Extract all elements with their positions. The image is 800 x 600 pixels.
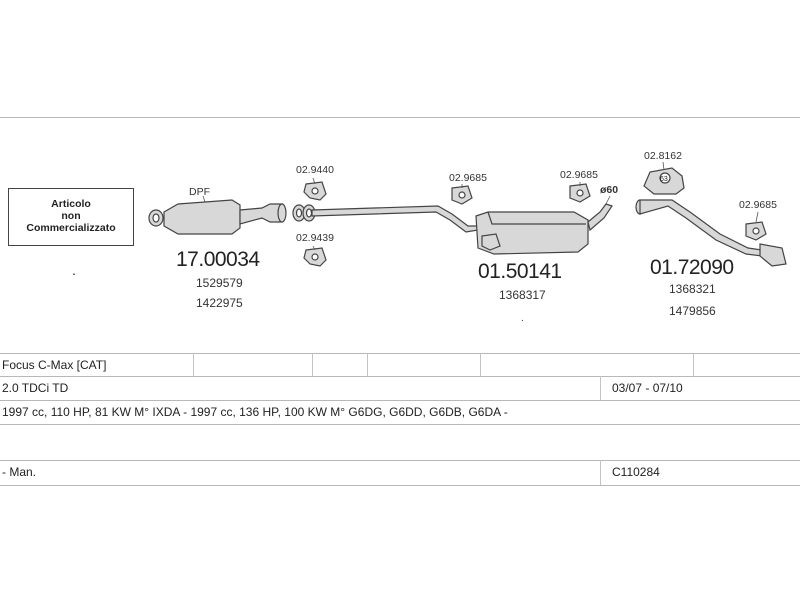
table-col-line [600, 376, 601, 400]
not-available-notice: Articolo non Commercializzato [8, 188, 134, 246]
engine-type: 2.0 TDCi TD [2, 381, 69, 395]
table-col-line [693, 353, 694, 376]
leader-line [662, 161, 665, 171]
leader-line [312, 177, 316, 185]
clamp-top-code: 02.9440 [296, 164, 334, 176]
hanger-right-mid-hole [576, 189, 584, 197]
table-row-line [0, 400, 800, 401]
silencer-part-code: 01.50141 [478, 260, 562, 283]
clamp-part-top-hole [311, 187, 319, 195]
table-bottom-line [0, 485, 800, 486]
clamp-ring-code: 02.8162 [644, 150, 682, 162]
transmission: - Man. [2, 465, 37, 479]
production-years: 03/07 - 07/10 [612, 381, 683, 395]
notice-line: Commercializzato [26, 222, 116, 234]
rear-pipe-oem-ref: 1479856 [669, 304, 716, 318]
dpf-oem-ref: 1529579 [196, 276, 243, 290]
table-col-line [312, 353, 313, 376]
leader-line [755, 211, 759, 223]
leader-line [312, 245, 316, 251]
leader-line [202, 195, 206, 203]
stray-dot: . [521, 313, 524, 324]
engine-specs: 1997 cc, 110 HP, 81 KW M° IXDA - 1997 cc… [2, 405, 508, 419]
hanger-mid-hole [458, 191, 466, 199]
dpf-body [163, 199, 241, 235]
table-row-line [0, 460, 800, 461]
rear-pipe-part-code: 01.72090 [650, 256, 734, 279]
silencer-clamp [481, 233, 501, 251]
dpf-flange-hole [152, 213, 160, 223]
rear-pipe-tip [759, 243, 787, 267]
silencer-oem-ref: 1368317 [499, 288, 546, 302]
dpf-outlet-end [277, 203, 287, 223]
top-divider [0, 117, 800, 118]
table-top-line [0, 353, 800, 354]
table-col-line [480, 353, 481, 376]
clamp-part-bottom-hole [311, 253, 319, 261]
dpf-part-code: 17.00034 [176, 248, 260, 271]
diameter-label: ø60 [600, 184, 619, 196]
intermediate-pipe [311, 205, 479, 233]
dpf-oem-ref: 1422975 [196, 296, 243, 310]
notice-line: non [61, 210, 81, 222]
silencer-outlet-pipe [587, 203, 613, 232]
middle-silencer [475, 211, 589, 255]
front-clamp-hole [305, 208, 313, 218]
catalog-code: C110284 [612, 465, 660, 479]
hanger-right-mid-code: 02.9685 [560, 169, 598, 181]
clamp-ring-center [659, 172, 671, 184]
middle-silencer-edge [487, 211, 586, 225]
table-col-line [193, 353, 194, 376]
table-col-line [367, 353, 368, 376]
hanger-tail-hole [752, 227, 760, 235]
notice-line: Articolo [51, 198, 91, 210]
stray-dot: . [72, 262, 76, 278]
rear-pipe-oem-ref: 1368321 [669, 282, 716, 296]
front-clamp-hole [295, 208, 303, 218]
leader-line [605, 195, 611, 205]
clamp-bottom-code: 02.9439 [296, 232, 334, 244]
hanger-tail-code: 02.9685 [739, 199, 777, 211]
dpf-outlet-pipe [239, 203, 283, 225]
dpf-label: DPF [189, 186, 210, 198]
table-row-line [0, 376, 800, 377]
table-col-line [600, 460, 601, 485]
hanger-mid-code: 02.9685 [449, 172, 487, 184]
vehicle-model: Focus C-Max [CAT] [2, 358, 107, 372]
table-row-line [0, 424, 800, 425]
clamp-ring-size: 63 [660, 176, 668, 183]
